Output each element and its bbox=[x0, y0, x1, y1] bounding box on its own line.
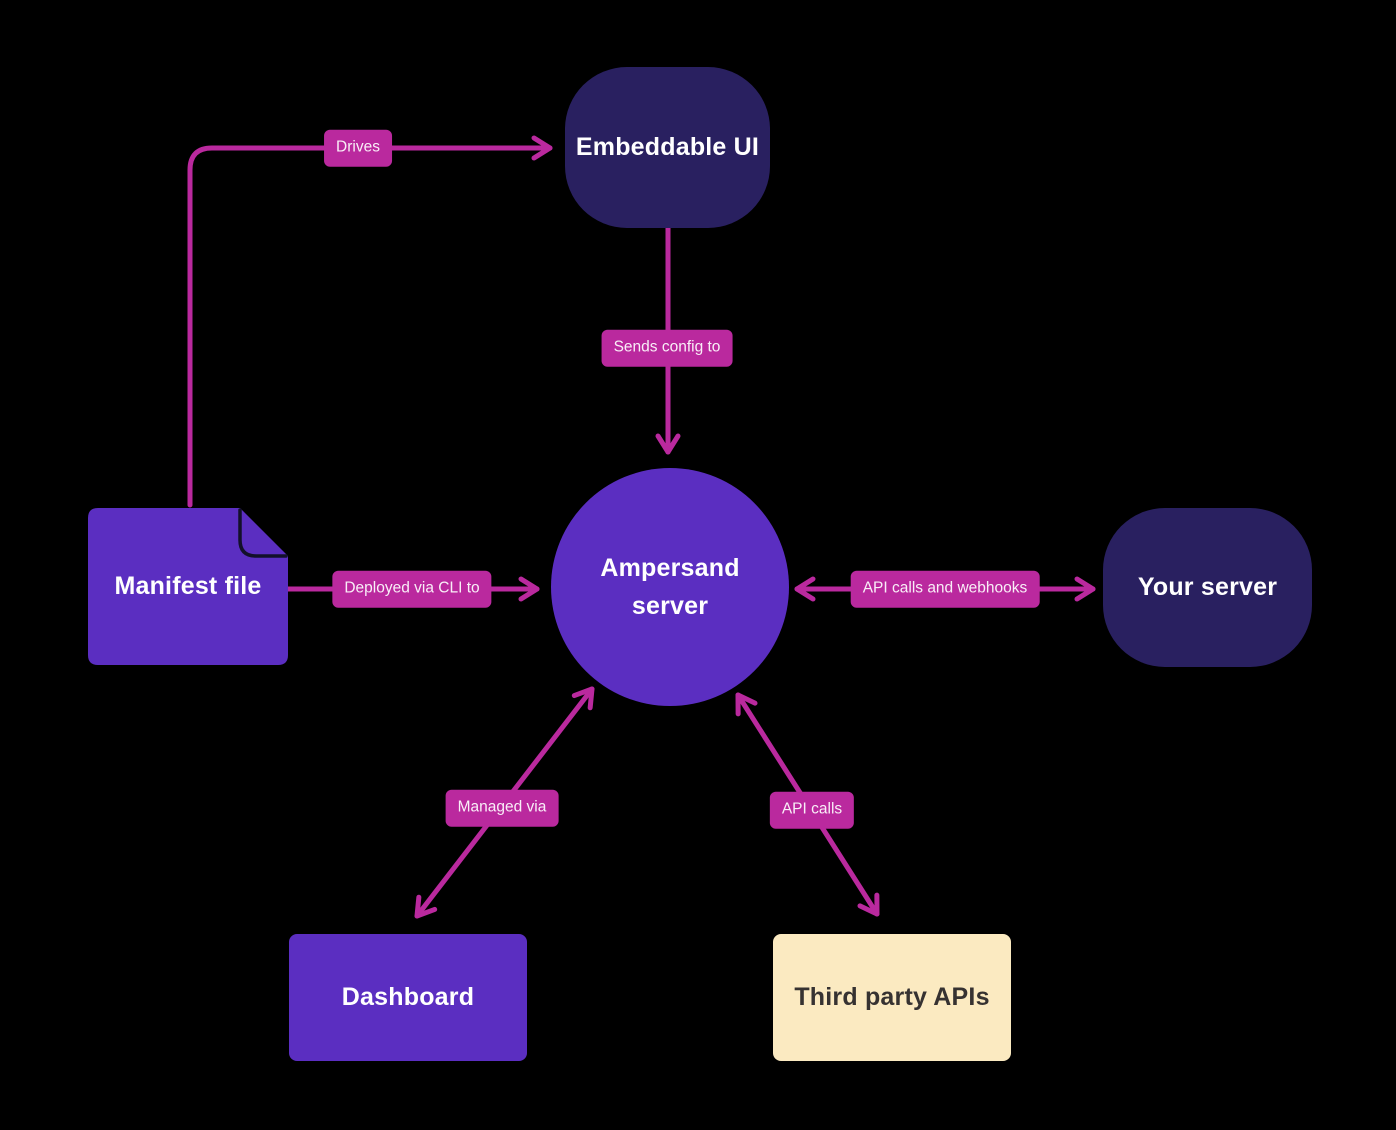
node-third-party-apis: Third party APIs bbox=[773, 934, 1011, 1061]
edge-label-drives: Drives bbox=[324, 129, 392, 167]
edge-label-sends-config-to: Sends config to bbox=[601, 329, 733, 367]
node-your-server: Your server bbox=[1103, 508, 1312, 667]
node-embeddable-ui-label: Embeddable UI bbox=[575, 133, 760, 161]
document-icon bbox=[88, 508, 288, 665]
edge-label-deployed-via-cli: Deployed via CLI to bbox=[332, 570, 492, 608]
node-ampersand-server-label: Ampersand server bbox=[600, 554, 740, 620]
node-dashboard-label: Dashboard bbox=[341, 983, 475, 1011]
edge-label-api-calls-and-webhooks: API calls and webhooks bbox=[850, 570, 1040, 608]
node-manifest-file-label: Manifest file bbox=[114, 572, 262, 600]
node-manifest-file: Manifest file bbox=[88, 508, 288, 665]
node-third-party-apis-label: Third party APIs bbox=[794, 983, 990, 1011]
edge-label-api-calls: API calls bbox=[769, 791, 855, 829]
edge-label-managed-via: Managed via bbox=[445, 789, 559, 827]
node-your-server-label: Your server bbox=[1137, 573, 1278, 601]
edge-drives-line bbox=[187, 135, 553, 508]
node-ampersand-server: Ampersand server bbox=[551, 468, 789, 706]
node-embeddable-ui: Embeddable UI bbox=[565, 67, 770, 228]
node-dashboard: Dashboard bbox=[289, 934, 527, 1061]
